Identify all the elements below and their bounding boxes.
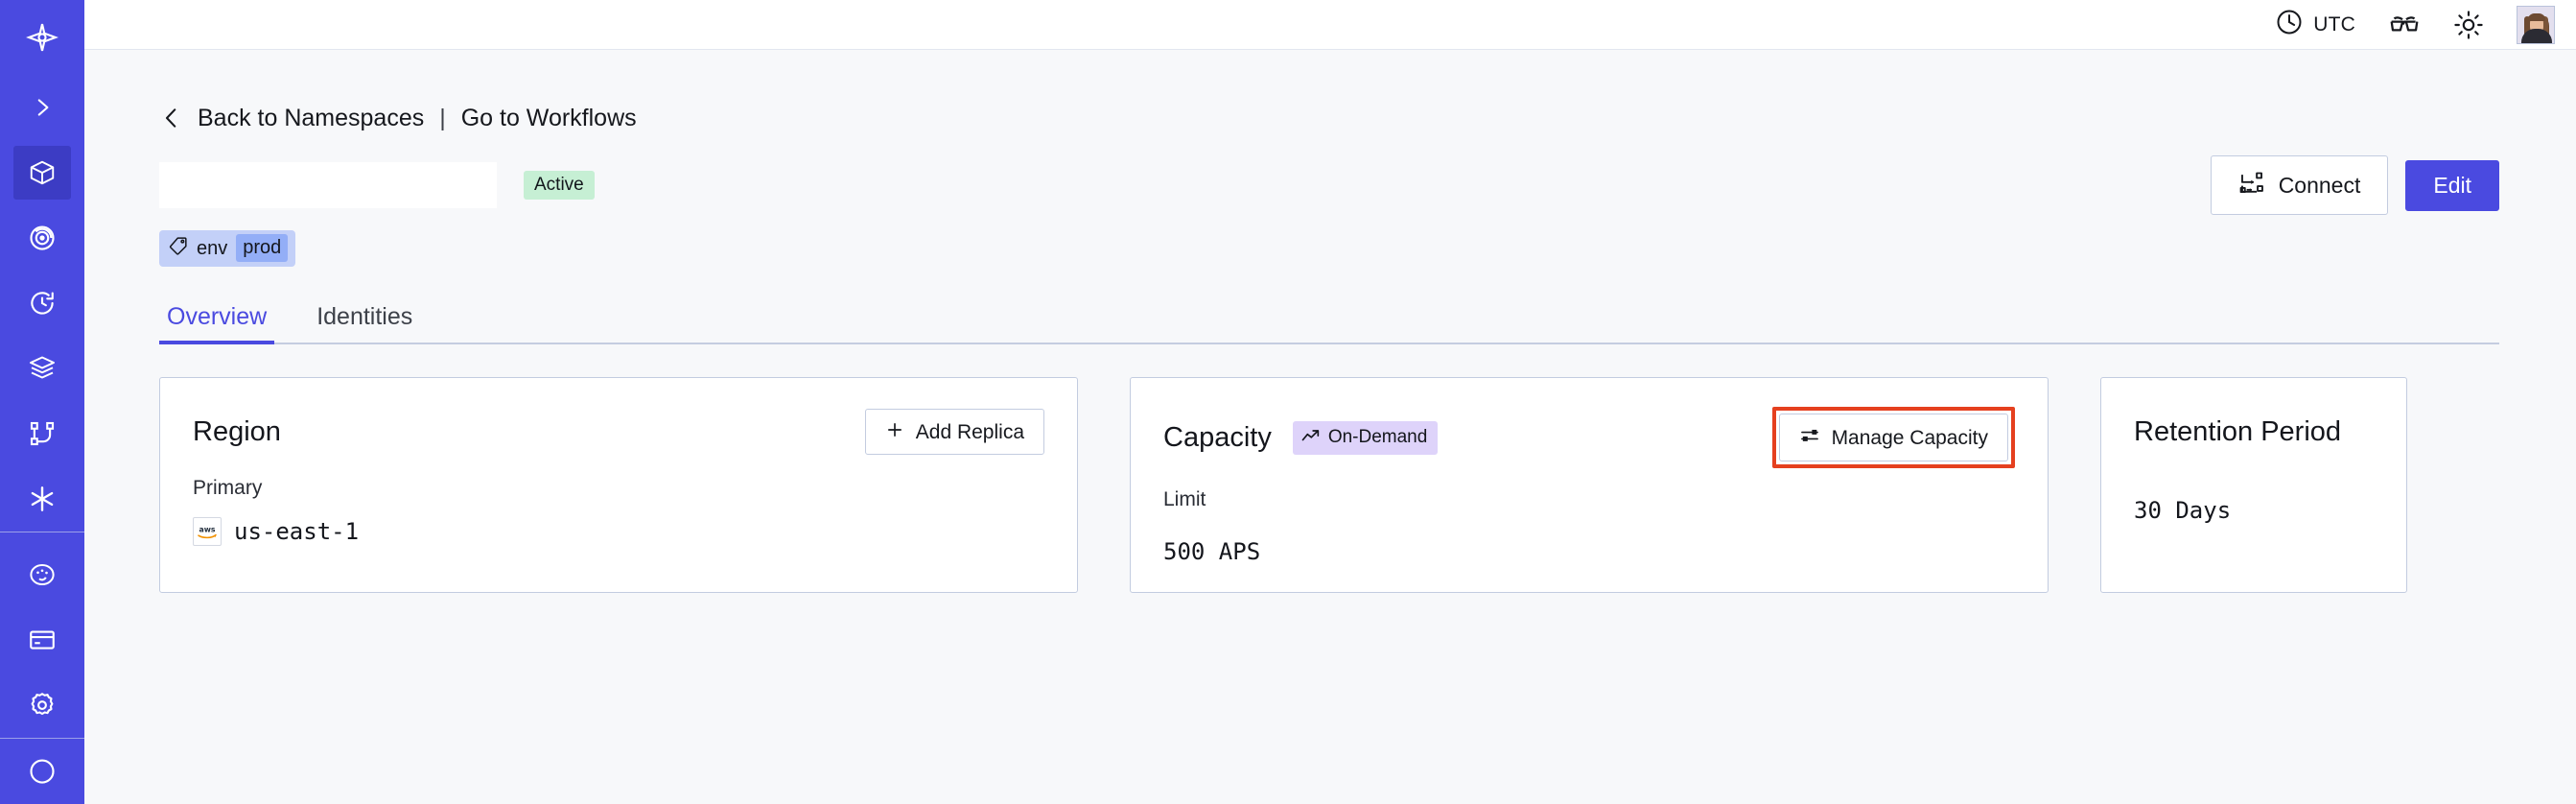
region-primary-label: Primary — [193, 477, 263, 499]
sidebar-item-help[interactable] — [0, 739, 84, 804]
on-demand-badge-label: On-Demand — [1327, 427, 1428, 447]
region-card-header: Region Add Replica — [193, 407, 1044, 457]
add-replica-label: Add Replica — [915, 420, 1024, 443]
capacity-limit-value: 500 APS — [1163, 538, 1261, 565]
eye-spiral-icon — [28, 224, 57, 252]
capacity-limit-label: Limit — [1163, 488, 1206, 510]
manage-capacity-label: Manage Capacity — [1831, 426, 1988, 449]
tab-bar: Overview Identities — [159, 305, 2499, 344]
asterisk-icon — [27, 484, 58, 514]
timezone-selector[interactable]: UTC — [2275, 8, 2355, 41]
overview-cards: Region Add Replica Primary — [159, 377, 2499, 593]
namespace-actions: Connect Edit — [2210, 155, 2499, 215]
sidebar-item-billing[interactable] — [0, 607, 84, 673]
timezone-label: UTC — [2313, 12, 2355, 35]
aws-logo-icon: aws — [193, 517, 222, 546]
add-replica-button[interactable]: Add Replica — [864, 409, 1044, 455]
capacity-card: Capacity On-Demand — [1130, 377, 2049, 593]
manage-capacity-button[interactable]: Manage Capacity — [1778, 414, 2008, 461]
page-content: Back to Namespaces | Go to Workflows Act… — [84, 50, 2576, 804]
trend-up-icon — [1301, 428, 1321, 447]
plus-icon — [885, 420, 904, 443]
region-card-title: Region — [193, 415, 281, 447]
top-header-bar: UTC — [84, 0, 2576, 50]
sidebar-item-expand-sidebar[interactable] — [0, 75, 84, 140]
avatar[interactable] — [2517, 5, 2555, 44]
on-demand-badge: On-Demand — [1292, 420, 1439, 455]
svg-text:aws: aws — [199, 526, 215, 534]
temporal-logo-icon[interactable] — [0, 0, 84, 75]
tag-chip-env[interactable]: env prod — [159, 230, 296, 267]
go-to-workflows-link[interactable]: Go to Workflows — [460, 104, 637, 131]
retention-card-header: Retention Period — [2134, 407, 2374, 457]
manage-capacity-highlight: Manage Capacity — [1771, 407, 2015, 468]
history-clock-icon — [28, 289, 57, 318]
edit-button[interactable]: Edit — [2405, 159, 2499, 211]
sidebar-item-observability[interactable] — [0, 205, 84, 271]
sidebar-item-namespaces[interactable] — [0, 140, 84, 205]
capacity-card-title: Capacity — [1163, 421, 1272, 453]
palette-icon — [28, 560, 57, 589]
retention-value: 30 Days — [2134, 497, 2232, 524]
sidebar-item-nexus[interactable] — [0, 466, 84, 532]
credit-card-icon — [28, 626, 57, 654]
breadcrumb: Back to Namespaces | Go to Workflows — [159, 104, 2499, 132]
connect-flow-icon — [2238, 170, 2265, 201]
workflow-nodes-icon — [28, 419, 57, 448]
header-actions: UTC — [2275, 5, 2555, 44]
tab-identities[interactable]: Identities — [316, 303, 413, 330]
tag-icon — [169, 236, 188, 260]
edit-button-label: Edit — [2433, 172, 2471, 198]
namespace-tags: env prod — [159, 230, 2499, 267]
sidebar-item-usage[interactable] — [0, 542, 84, 607]
region-value: us-east-1 — [234, 518, 360, 545]
gear-icon — [28, 691, 57, 720]
sun-icon[interactable] — [2453, 10, 2484, 40]
help-circle-icon — [28, 757, 57, 786]
tag-key: env — [197, 237, 228, 259]
sliders-icon — [1799, 425, 1820, 450]
primary-sidebar — [0, 0, 84, 804]
tab-overview[interactable]: Overview — [159, 305, 275, 344]
sidebar-item-settings[interactable] — [0, 673, 84, 738]
region-card: Region Add Replica Primary — [159, 377, 1078, 593]
tag-value: prod — [236, 234, 289, 262]
cube-icon — [28, 158, 57, 187]
connect-button[interactable]: Connect — [2210, 155, 2389, 215]
chevron-left-icon[interactable] — [159, 104, 184, 132]
capacity-card-header: Capacity On-Demand — [1163, 407, 2015, 468]
glasses-icon[interactable] — [2388, 9, 2421, 41]
sidebar-item-workflows[interactable] — [0, 401, 84, 466]
connect-button-label: Connect — [2278, 172, 2361, 198]
retention-period-card: Retention Period 30 Days — [2100, 377, 2407, 593]
sidebar-item-batch-jobs[interactable] — [0, 336, 84, 401]
sidebar-divider-2 — [0, 738, 84, 739]
back-to-namespaces-link[interactable]: Back to Namespaces — [198, 104, 425, 131]
breadcrumb-separator: | — [439, 104, 446, 131]
page-title — [159, 162, 497, 208]
chevron-right-icon — [30, 95, 55, 120]
region-value-row: aws us-east-1 — [193, 517, 1044, 546]
clock-icon — [2275, 8, 2304, 41]
sidebar-item-schedules[interactable] — [0, 271, 84, 336]
main-column: UTC — [84, 0, 2576, 804]
layers-icon — [28, 354, 57, 383]
retention-card-title: Retention Period — [2134, 415, 2342, 447]
namespace-title-group: Active — [159, 162, 2211, 208]
status-badge: Active — [524, 171, 595, 200]
namespace-header-row: Active — [159, 155, 2499, 215]
